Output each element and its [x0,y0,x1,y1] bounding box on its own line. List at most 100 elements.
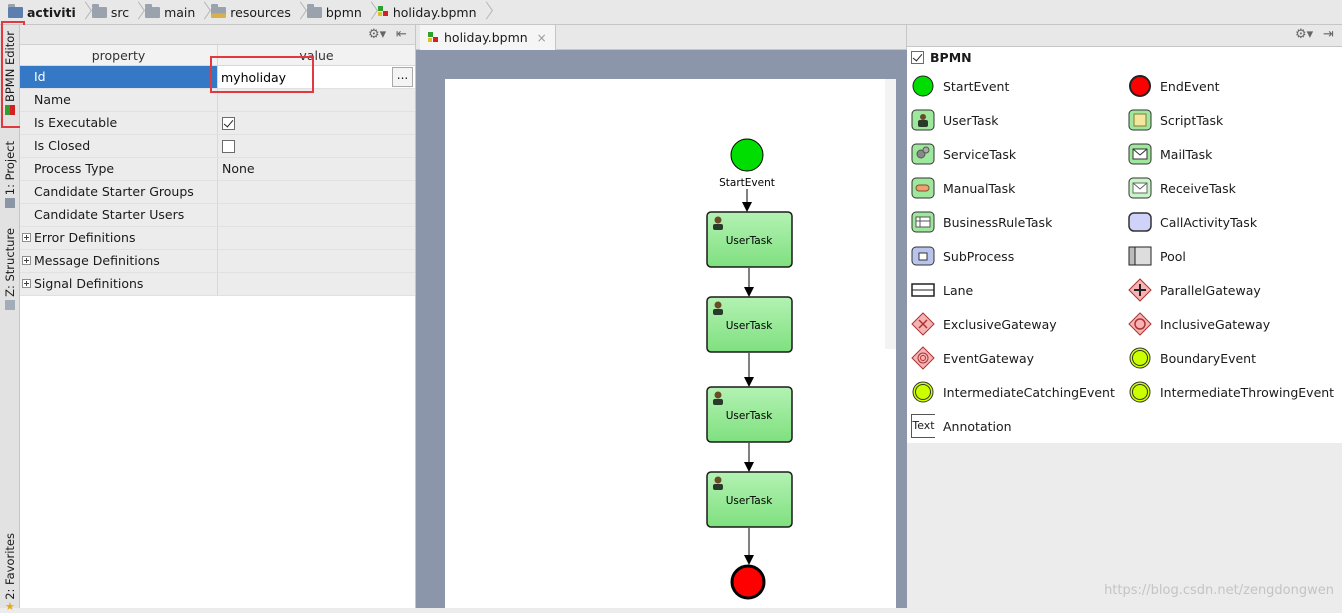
breadcrumb-item-main[interactable]: main [141,0,199,25]
breadcrumb-item-holiday-bpmn[interactable]: holiday.bpmn [374,0,481,25]
receive-task-icon [1128,177,1152,199]
end-event[interactable] [730,564,766,600]
breadcrumb: activiti src main resources bpmn holiday… [0,0,1342,25]
property-name: Process Type [20,158,218,180]
start-event[interactable] [730,138,764,172]
hide-panel-icon[interactable]: ⇤ [396,27,407,42]
user-task[interactable]: UserTask [706,211,793,268]
bpmn-editor-icon [5,105,15,116]
lane-icon [911,283,935,297]
palette-item-script-task[interactable]: ScriptTask [1128,105,1223,135]
property-row-process-type[interactable]: Process Type None [20,158,415,181]
gear-icon[interactable]: ⚙▾ [1295,27,1314,42]
breadcrumb-item-src[interactable]: src [88,0,133,25]
palette-item-exclusive-gateway[interactable]: ExclusiveGateway [911,309,1057,339]
property-row-is-closed[interactable]: Is Closed [20,135,415,158]
is-executable-checkbox[interactable] [222,117,235,130]
event-gateway-icon [911,346,935,370]
property-value [218,227,415,249]
property-name: Is Closed [20,135,218,157]
property-row-signal-definitions[interactable]: Signal Definitions [20,273,415,296]
palette-item-call-activity-task[interactable]: CallActivityTask [1128,207,1257,237]
bpmn-editor: holiday.bpmn × StartEvent [416,25,907,608]
palette-item-receive-task[interactable]: ReceiveTask [1128,173,1236,203]
expand-icon[interactable] [22,279,31,288]
palette-item-boundary-event[interactable]: BoundaryEvent [1128,343,1256,373]
gear-icon[interactable]: ⚙▾ [368,27,387,42]
breadcrumb-separator [133,0,141,25]
folder-icon [91,3,107,18]
palette-item-inclusive-gateway[interactable]: InclusiveGateway [1128,309,1270,339]
bpmn-file-icon [428,31,439,44]
breadcrumb-item-project[interactable]: activiti [4,0,80,25]
properties-panel: ⚙▾ ⇤ property value Id ... Name Is Execu… [20,25,416,608]
call-activity-task-icon [1128,212,1152,232]
close-tab-icon[interactable]: × [536,30,547,45]
palette-item-annotation[interactable]: Text Annotation [911,411,1012,441]
breadcrumb-item-resources[interactable]: resources [207,0,295,25]
palette-item-intermediate-throwing-event[interactable]: IntermediateThrowingEvent [1128,377,1334,407]
diagram-canvas[interactable]: StartEvent UserTask UserTask [445,79,896,608]
start-event-icon [912,75,934,97]
expand-icon[interactable] [22,256,31,265]
palette-item-event-gateway[interactable]: EventGateway [911,343,1034,373]
property-row-message-definitions[interactable]: Message Definitions [20,250,415,273]
tool-tab-bpmn-editor[interactable]: BPMN Editor [0,31,20,116]
tool-tab-favorites[interactable]: 2: Favorites ★ [3,533,17,613]
breadcrumb-item-bpmn[interactable]: bpmn [303,0,366,25]
palette-item-lane[interactable]: Lane [911,275,973,305]
tool-tab-project[interactable]: 1: Project [0,141,20,209]
id-input[interactable] [218,67,390,87]
property-row-is-executable[interactable]: Is Executable [20,112,415,135]
is-closed-checkbox[interactable] [222,140,235,153]
palette-item-business-rule-task[interactable]: BusinessRuleTask [911,207,1052,237]
palette-item-end-event[interactable]: EndEvent [1128,71,1220,101]
palette-group-header[interactable]: BPMN [907,47,1342,68]
process-diagram[interactable]: StartEvent UserTask UserTask [445,79,896,608]
property-name: Name [20,89,218,111]
property-row-name[interactable]: Name [20,89,415,112]
palette-item-start-event[interactable]: StartEvent [911,71,1009,101]
bpmn-file-icon [377,6,389,18]
user-task-icon [911,109,935,131]
user-task[interactable]: UserTask [706,296,793,353]
property-value[interactable] [218,204,415,226]
breadcrumb-separator [199,0,207,25]
expand-icon[interactable] [22,233,31,242]
mail-task-icon [1128,143,1152,165]
diagram-viewport[interactable]: StartEvent UserTask UserTask [416,50,907,608]
tab-holiday-bpmn[interactable]: holiday.bpmn × [420,25,556,50]
property-value [218,250,415,272]
property-value[interactable] [218,181,415,203]
hide-panel-icon[interactable]: ⇥ [1323,27,1334,42]
palette-item-sub-process[interactable]: SubProcess [911,241,1014,271]
browse-button[interactable]: ... [392,67,413,87]
property-value[interactable]: None [222,161,255,176]
watermark: https://blog.csdn.net/zengdongwen [1104,583,1334,598]
annotation-icon: Text [911,414,935,438]
project-icon [8,3,23,18]
palette-item-user-task[interactable]: UserTask [911,105,998,135]
property-name: Candidate Starter Users [20,204,218,226]
property-name: Message Definitions [20,250,218,272]
property-row-candidate-starter-groups[interactable]: Candidate Starter Groups [20,181,415,204]
property-row-id[interactable]: Id ... [20,66,415,89]
palette-item-pool[interactable]: Pool [1128,241,1186,271]
palette-item-mail-task[interactable]: MailTask [1128,139,1212,169]
vertical-scrollbar[interactable] [885,79,896,349]
palette-item-parallel-gateway[interactable]: ParallelGateway [1128,275,1261,305]
palette-item-intermediate-catching-event[interactable]: IntermediateCatchingEvent [911,377,1115,407]
properties-table-header: property value [20,45,415,66]
property-row-error-definitions[interactable]: Error Definitions [20,227,415,250]
property-row-candidate-starter-users[interactable]: Candidate Starter Users [20,204,415,227]
palette-item-service-task[interactable]: ServiceTask [911,139,1016,169]
annotation-highlight-id-value [210,56,314,93]
tool-tab-structure[interactable]: Z: Structure [0,228,20,310]
palette-item-manual-task[interactable]: ManualTask [911,173,1015,203]
group-toggle-checkbox[interactable] [911,51,924,64]
property-value [218,273,415,295]
user-task[interactable]: UserTask [706,471,793,528]
user-task[interactable]: UserTask [706,386,793,443]
intermediate-throwing-event-icon [1129,381,1151,403]
folder-icon [306,3,322,18]
